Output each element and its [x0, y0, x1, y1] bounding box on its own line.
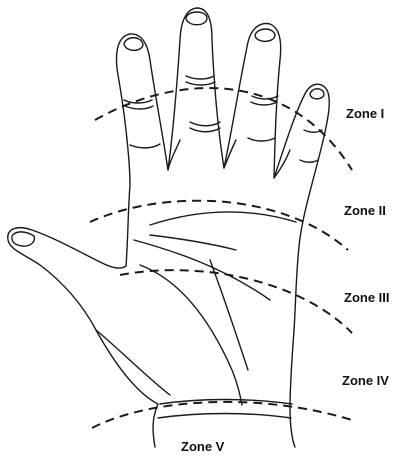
heart-line [150, 212, 296, 225]
wrist-crease-2 [158, 414, 291, 419]
zone-4-label: Zone IV [342, 373, 389, 388]
little-nail [310, 89, 324, 99]
zone-3-label: Zone III [344, 290, 390, 305]
index-nail [124, 38, 143, 51]
middle-nail [186, 12, 207, 25]
ring-nail [255, 29, 275, 41]
zone-1-label: Zone I [346, 106, 384, 121]
life-line [140, 265, 242, 405]
hand-outline [8, 8, 329, 447]
zone-2-label: Zone II [344, 203, 386, 218]
zone-boundary-1 [95, 88, 352, 170]
zone-boundary-4 [92, 402, 352, 428]
thumb-nail [12, 232, 35, 246]
zone-5-label: Zone V [181, 439, 224, 454]
